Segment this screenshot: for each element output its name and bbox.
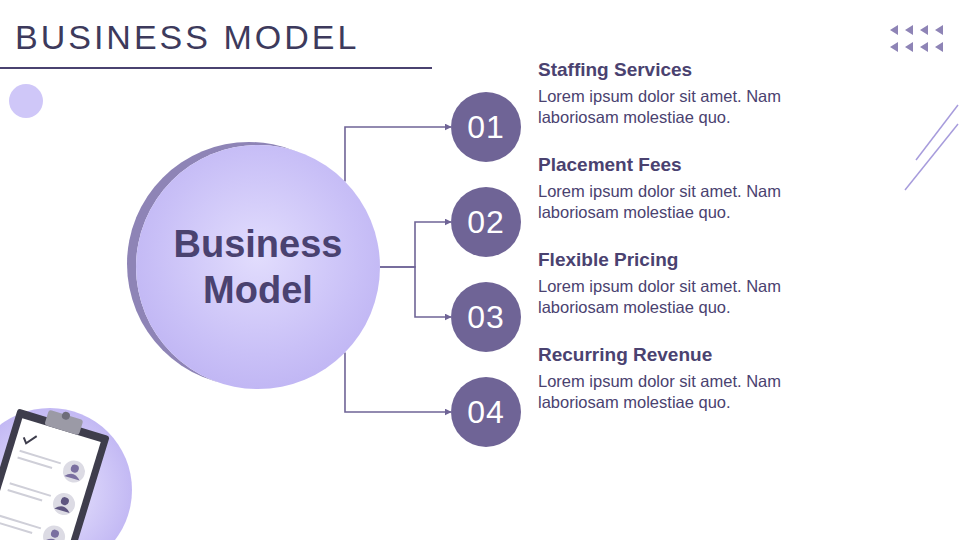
number-circle: 03Flexible PricingLorem ipsum dolor sit … bbox=[451, 282, 521, 352]
step-number: 04 bbox=[467, 394, 505, 431]
step-description: Lorem ipsum dolor sit amet. Nam laborios… bbox=[538, 86, 828, 128]
step-heading: Recurring Revenue bbox=[538, 344, 712, 366]
connector-arrow bbox=[345, 127, 451, 181]
number-circle: 04Recurring RevenueLorem ipsum dolor sit… bbox=[451, 377, 521, 447]
page-title: BUSINESS MODEL bbox=[15, 18, 359, 57]
connector-arrow bbox=[380, 222, 451, 267]
step-description: Lorem ipsum dolor sit amet. Nam laborios… bbox=[538, 371, 828, 413]
connector-arrow bbox=[345, 353, 451, 412]
step-heading: Placement Fees bbox=[538, 154, 682, 176]
diagonal-line bbox=[905, 124, 958, 190]
step-number: 03 bbox=[467, 299, 505, 336]
title-rule bbox=[0, 67, 432, 69]
step-number: 02 bbox=[467, 204, 505, 241]
hub-label: Business Model bbox=[158, 221, 358, 313]
step-number: 01 bbox=[467, 109, 505, 146]
connector-arrow bbox=[380, 267, 451, 317]
step-heading: Staffing Services bbox=[538, 59, 692, 81]
clipboard-illustration bbox=[0, 398, 132, 540]
hub-circle: Business Model bbox=[136, 145, 380, 389]
triangle-marks bbox=[890, 25, 943, 52]
dot bbox=[9, 84, 43, 118]
step-description: Lorem ipsum dolor sit amet. Nam laborios… bbox=[538, 181, 828, 223]
step-description: Lorem ipsum dolor sit amet. Nam laborios… bbox=[538, 276, 828, 318]
number-circle: 01Staffing ServicesLorem ipsum dolor sit… bbox=[451, 92, 521, 162]
number-circle: 02Placement FeesLorem ipsum dolor sit am… bbox=[451, 187, 521, 257]
step-heading: Flexible Pricing bbox=[538, 249, 678, 271]
